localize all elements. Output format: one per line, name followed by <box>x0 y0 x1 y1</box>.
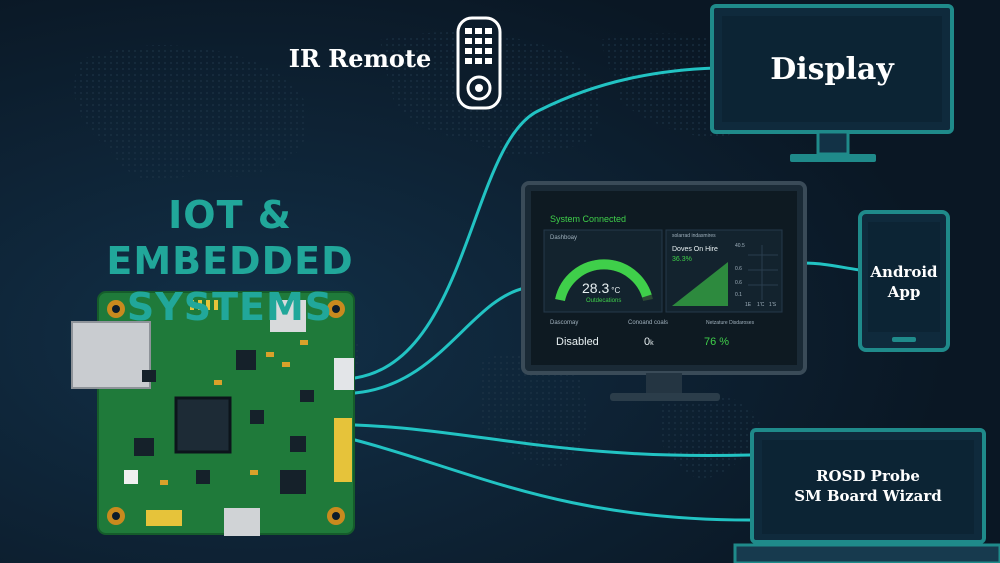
circuit-board <box>71 291 355 536</box>
trend-panel-title: Doves On Hire <box>672 246 718 253</box>
trend-area <box>672 262 728 306</box>
headline: IOT & EMBEDDED SYSTEMS <box>40 192 420 330</box>
remote-control-icon <box>456 16 502 110</box>
micro-usb-port <box>334 358 354 390</box>
label-android-line1: Android <box>870 263 938 281</box>
axis-tick-2: 0.6 <box>735 266 742 272</box>
axis-tick-1: 40.5 <box>735 243 745 249</box>
stat-2-value: 0k <box>644 336 654 348</box>
label-ir-remote: IR Remote <box>288 44 432 73</box>
axis-bottom-2: 1'C <box>757 302 765 308</box>
tablet-icon <box>858 210 950 352</box>
label-laptop: ROSD Probe SM Board Wizard <box>762 466 974 506</box>
display-monitor-icon <box>710 4 954 162</box>
axis-tick-4: 0.1 <box>735 292 742 298</box>
main-chip <box>174 396 232 454</box>
wire-to-dashboard <box>353 286 527 395</box>
world-map-dots <box>74 32 765 480</box>
stat-1-label: Dascomay <box>550 320 579 326</box>
dashboard-monitor <box>521 181 807 401</box>
stat-2-number: 0 <box>644 336 651 348</box>
trend-grid <box>748 245 778 300</box>
gauge-unit: °C <box>611 286 621 295</box>
stat-2-label: Conoand coals <box>628 320 669 326</box>
axis-bottom-1: 1E <box>745 302 752 308</box>
trend-panel-label: solarrad indasmires <box>672 233 716 239</box>
headline-line1: IOT & EMBEDDED <box>106 193 354 283</box>
usb-port <box>270 300 306 332</box>
label-display: Display <box>770 52 894 87</box>
axis-bottom-3: 1'S <box>769 302 777 308</box>
stat-1-value: Disabled <box>556 336 599 348</box>
gauge-caption: Outdecations <box>586 298 622 304</box>
bottom-port <box>224 508 260 536</box>
gauge-number: 28.3 <box>582 280 610 296</box>
label-android: Android App <box>864 262 944 302</box>
stat-2-unit: k <box>650 340 654 347</box>
gauge-value: 28.3°C <box>582 280 620 296</box>
laptop-icon <box>733 428 1000 563</box>
trend-panel-value: 36.3% <box>672 256 692 263</box>
stat-3-label: Netzature Disdaroses <box>706 320 755 326</box>
wire-to-laptop-b <box>353 438 752 522</box>
label-laptop-line1: ROSD Probe <box>816 467 920 485</box>
gauge-panel-label: Dashboay <box>550 235 578 241</box>
label-android-line2: App <box>887 283 921 301</box>
pin-header-bottom <box>146 510 182 526</box>
stat-3-value: 76 % <box>704 336 730 348</box>
pin-header-right <box>334 418 352 482</box>
gauge-arc <box>555 259 653 302</box>
wire-to-display <box>353 66 717 380</box>
label-laptop-line2: SM Board Wizard <box>794 487 942 505</box>
ethernet-port <box>71 321 151 389</box>
connection-wires <box>353 66 862 522</box>
headline-line2: SYSTEMS <box>126 285 334 329</box>
axis-tick-3: 0.6 <box>735 280 742 286</box>
dashboard-status: System Connected <box>550 214 627 224</box>
wire-to-laptop-a <box>353 423 752 458</box>
